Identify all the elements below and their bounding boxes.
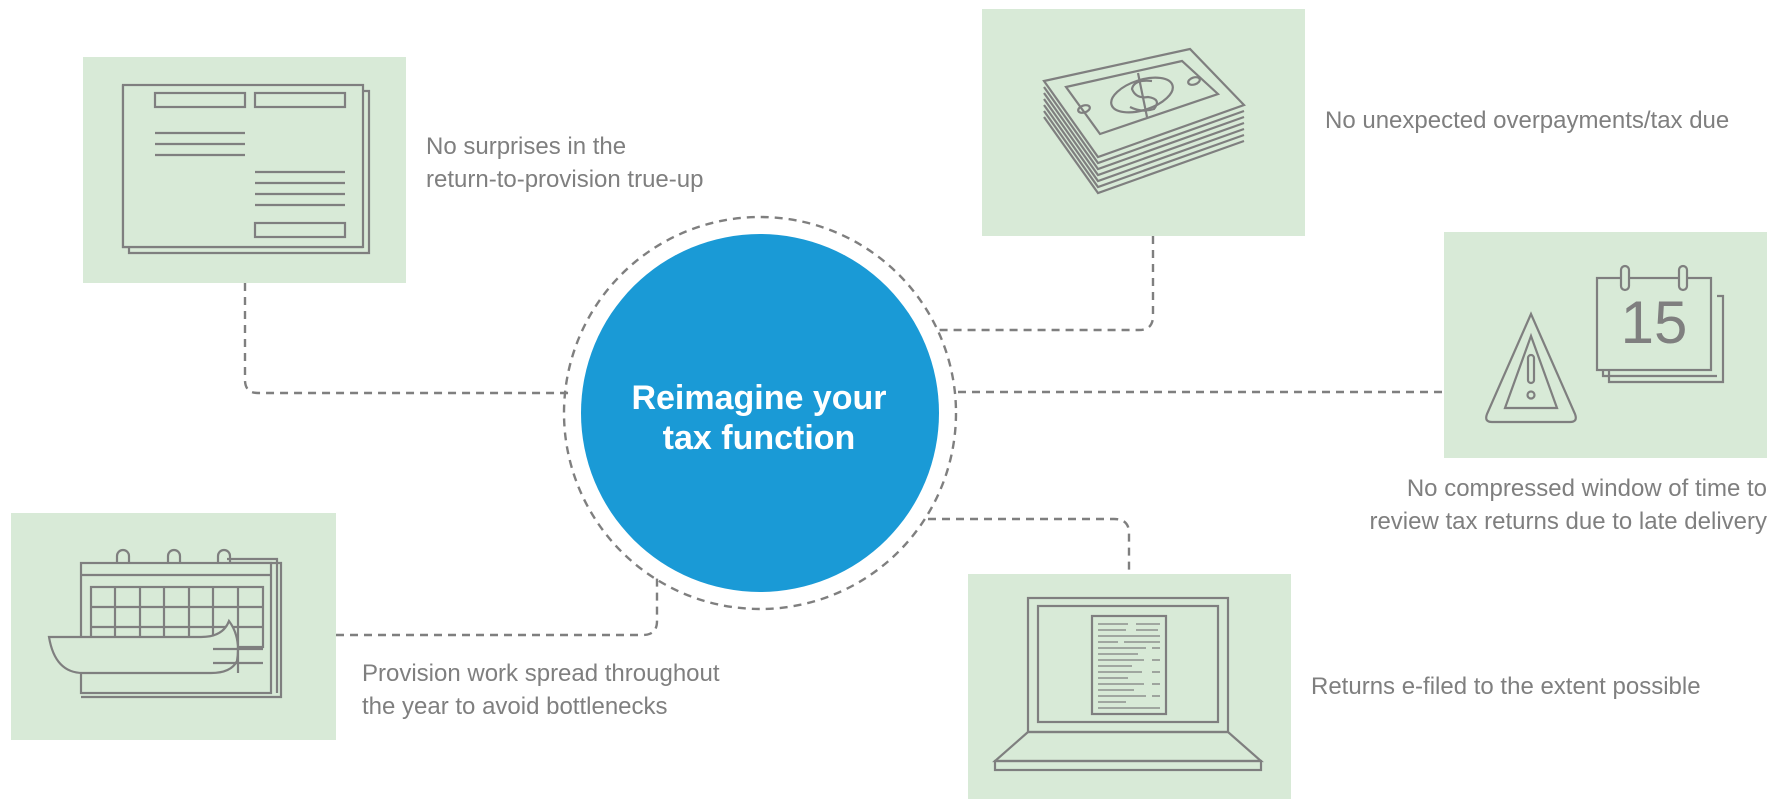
tax-form-icon	[121, 83, 371, 255]
hub-title-line2: tax function	[662, 419, 856, 457]
caption-provision: Provision work spread throughout the yea…	[362, 660, 720, 720]
connector-surprises	[243, 283, 569, 395]
connector-provision	[336, 577, 659, 637]
connector-efile	[928, 517, 1131, 574]
money-panel	[982, 9, 1305, 236]
caption-efile: Returns e-filed to the extent possible	[1311, 673, 1701, 700]
efile-panel	[968, 574, 1291, 799]
tax-form-panel	[83, 57, 406, 283]
caption-window: No compressed window of time to review t…	[1369, 475, 1767, 535]
hub-ring	[562, 215, 958, 611]
calendar-panel	[11, 513, 336, 740]
hub-title: Reimagine your tax function	[579, 238, 939, 598]
hub-title-line1: Reimagine your	[631, 379, 887, 417]
caption-overpayments: No unexpected overpayments/tax due	[1325, 107, 1730, 134]
calendar-icon	[47, 548, 283, 699]
warning-calendar-icon: 15	[1485, 264, 1725, 424]
money-stack-icon	[1042, 47, 1246, 195]
calendar-day-number: 15	[1621, 289, 1688, 356]
laptop-document-icon	[992, 596, 1264, 772]
hub-circle	[581, 234, 939, 592]
connector-overpayments	[938, 236, 1155, 332]
deadline-panel: 15	[1444, 232, 1767, 458]
caption-surprises: No surprises in the return-to-provision …	[426, 133, 704, 193]
